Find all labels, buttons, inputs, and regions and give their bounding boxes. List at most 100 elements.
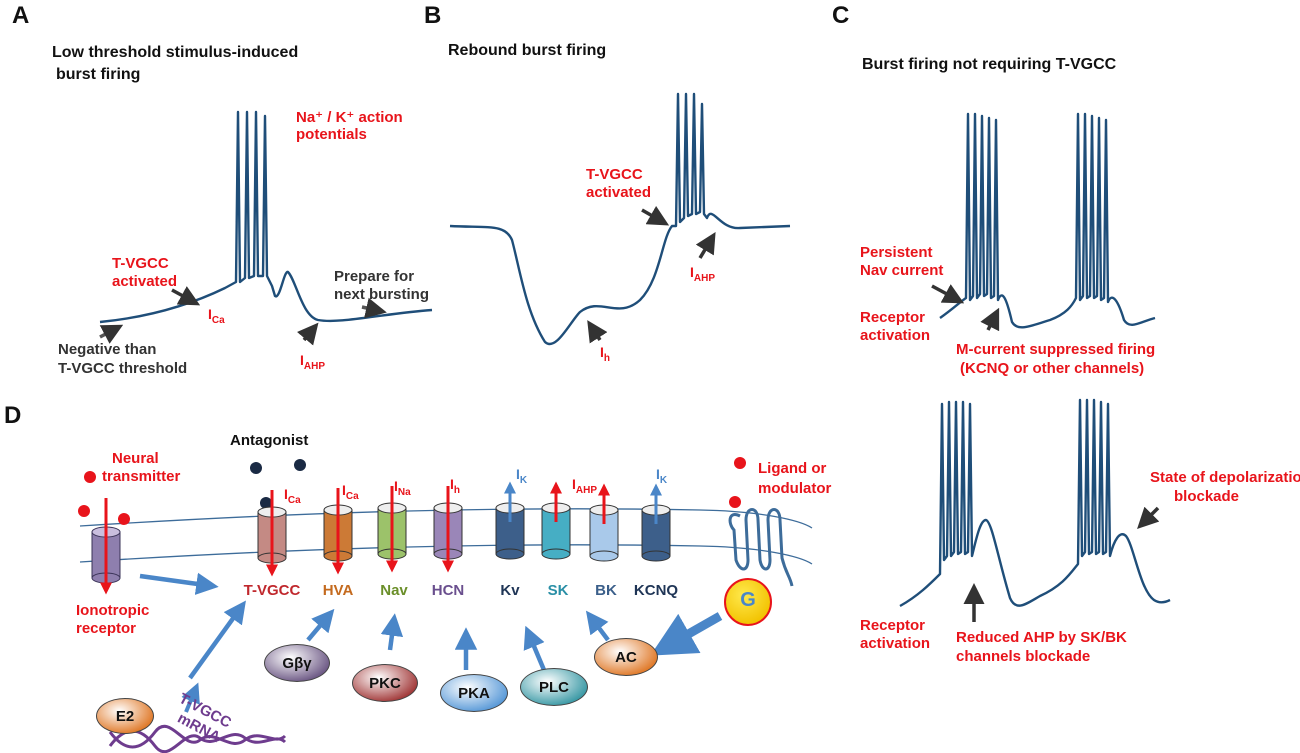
arrow-c-persistent <box>931 284 965 304</box>
effector-gbg: Gβγ <box>264 644 330 682</box>
panel-c-top-trace <box>939 112 1156 329</box>
arrow-ac-to-bk <box>585 610 610 642</box>
panel-c-reduced-line1: Reduced AHP by SK/BK <box>956 629 1127 646</box>
panel-d-neural-line1: Neural <box>112 450 159 467</box>
channel-label-hva: HVA <box>322 582 354 599</box>
channel-kcnq-cylinder <box>641 483 671 562</box>
arrow-a-prepare <box>361 297 387 319</box>
antagonist-dot <box>250 462 262 474</box>
arrow-plc-to-kv <box>523 625 547 671</box>
arrow-c-mcurrent <box>980 307 1000 332</box>
dna-strand <box>108 724 287 749</box>
panel-c-receptor-bottom-line2: activation <box>860 635 931 652</box>
panel-a-letter: A <box>12 2 30 29</box>
panel-b-trace <box>449 92 791 346</box>
arrow-a-negative <box>99 324 124 344</box>
dna-strand <box>108 729 287 753</box>
panel-c-mcurrent-line2: (KCNQ or other channels) <box>960 360 1145 377</box>
current-label: ICa <box>284 486 301 506</box>
panel-b-ih: Ih <box>600 344 610 364</box>
channel-cylinders <box>257 481 671 577</box>
transmitter-dot <box>118 513 130 525</box>
channel-hcn-cylinder <box>433 486 463 573</box>
panel-a-iahp: IAHP <box>300 352 326 372</box>
antagonist-dot <box>294 459 306 471</box>
current-label: INa <box>394 478 411 498</box>
channel-label-kv: Kv <box>500 582 520 599</box>
arrow-a-tvgcc <box>171 286 201 306</box>
panel-d-ionotropic-line2: receptor <box>76 620 137 637</box>
arrow-a-iahp <box>296 322 319 346</box>
current-label: IK <box>656 466 668 486</box>
transmitter-dot <box>78 505 90 517</box>
arrow-c-state <box>1137 506 1160 529</box>
channel-label-tvgcc: T-VGCC <box>243 582 301 599</box>
arrow-pkc-to-nav <box>380 613 404 651</box>
panel-a-prepare-line2: next bursting <box>334 286 430 303</box>
effector-pka: PKA <box>440 674 508 712</box>
arrow-b-tvgcc <box>641 205 670 226</box>
panel-c-state-line2: blockade <box>1174 488 1240 505</box>
panel-a-nak-line2: potentials <box>296 126 367 143</box>
panel-c-receptor-bottom-line1: Receptor <box>860 617 926 634</box>
channel-label-kcnq: KCNQ <box>633 582 679 599</box>
effector-pkc: PKC <box>352 664 418 702</box>
arrow-b-iahp <box>695 231 716 259</box>
panel-c-state-line1: State of depolarization <box>1150 469 1300 486</box>
panel-c-letter: C <box>832 2 850 29</box>
arrow-g-to-ac <box>650 612 723 656</box>
panel-a-negative-line2: T-VGCC threshold <box>58 360 188 377</box>
panel-a-tvgcc-line1: T-VGCC <box>112 255 169 272</box>
panel-b-tvgcc-line2: activated <box>586 184 652 201</box>
panel-d-ligand-line1: Ligand or <box>758 460 827 477</box>
effector-plc: PLC <box>520 668 588 706</box>
panel-c-title: Burst firing not requiring T-VGCC <box>862 56 1117 73</box>
panel-a-trace <box>99 110 433 324</box>
gpcr-receptor <box>728 508 794 587</box>
panel-b-tvgcc-line1: T-VGCC <box>586 166 643 183</box>
panel-a-title-line2: burst firing <box>56 66 141 83</box>
panel-c-receptor-top-line2: activation <box>860 327 931 344</box>
channel-nav-cylinder <box>377 486 407 573</box>
channel-sk-cylinder <box>541 481 571 560</box>
arrow-gbg-to-hva <box>306 608 335 642</box>
panel-b-iahp: IAHP <box>690 264 716 284</box>
channel-label-sk: SK <box>547 582 569 599</box>
arrow-ionotropic-to-tvgcc <box>139 572 219 595</box>
current-label: IK <box>516 466 528 486</box>
channel-label-bk: BK <box>595 582 617 599</box>
channel-t-vgcc-cylinder <box>257 490 287 577</box>
panel-c-bottom-trace <box>899 398 1171 608</box>
panel-c-mcurrent-line1: M-current suppressed firing <box>956 341 1156 358</box>
panel-b-letter: B <box>424 2 442 29</box>
panel-a-prepare-line1: Prepare for <box>334 268 415 285</box>
arrow-e2-to-mrna <box>181 682 200 713</box>
panel-a-negative-line1: Negative than <box>58 341 157 358</box>
panel-a-tvgcc-line2: activated <box>112 273 178 290</box>
current-label: ICa <box>342 482 359 502</box>
current-label: Ih <box>450 476 460 496</box>
panel-c-reduced-line2: channels blockade <box>956 648 1091 665</box>
panel-b-title: Rebound burst firing <box>448 42 607 59</box>
channel-kv-cylinder <box>495 481 525 560</box>
panel-a-nak-line1: Na⁺ / K⁺ action <box>296 109 403 126</box>
panel-c-persistent-line1: Persistent <box>860 244 933 261</box>
panel-a-ica: ICa <box>208 306 225 326</box>
effector-e2: E2 <box>96 698 154 734</box>
g-protein-label: G <box>740 589 756 611</box>
panel-d-neural-line2: transmitter <box>102 468 181 485</box>
channel-label-hcn: HCN <box>431 582 465 599</box>
channel-label-nav: Nav <box>380 582 408 599</box>
panel-d-ligand-line2: modulator <box>758 480 832 497</box>
panel-d-letter: D <box>4 402 22 429</box>
panel-a-title-line1: Low threshold stimulus-induced <box>52 44 299 61</box>
channel-hva-cylinder <box>323 488 353 575</box>
arrow-mrna-to-tvgcc <box>188 600 246 680</box>
panel-c-persistent-line2: Nav current <box>860 262 944 279</box>
panel-c-receptor-top-line1: Receptor <box>860 309 926 326</box>
channel-bk-cylinder <box>589 483 619 562</box>
panel-d-ionotropic-line1: Ionotropic <box>76 602 150 619</box>
arrow-b-ih <box>587 320 608 344</box>
current-label: IAHP <box>572 476 598 496</box>
